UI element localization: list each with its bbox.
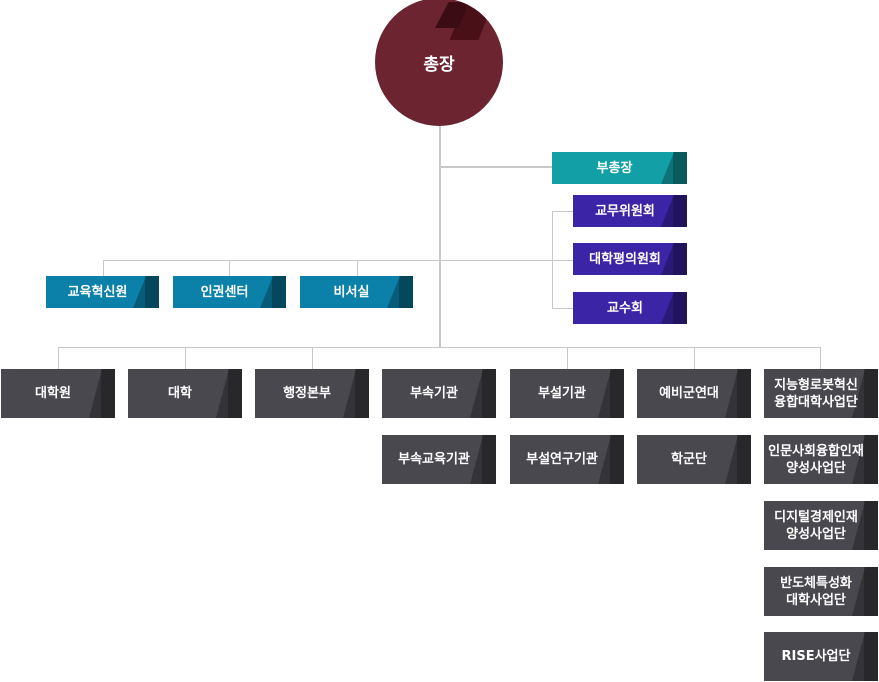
node-label: 대학평의원회	[589, 251, 661, 267]
connector-line	[439, 125, 441, 348]
node-label: 대학	[168, 386, 192, 401]
node-label: 행정본부	[283, 386, 331, 401]
staff-unit-node[interactable]: 인권센터	[173, 276, 286, 308]
connector-line	[357, 260, 358, 276]
division-node[interactable]: 예비군연대	[637, 369, 751, 418]
connector-line	[820, 347, 821, 369]
connector-line	[185, 347, 186, 369]
council-node[interactable]: 대학평의원회	[573, 243, 687, 275]
division-node[interactable]: 대학원	[1, 369, 115, 418]
connector-line	[567, 347, 568, 369]
node-label: 부속기관	[410, 386, 458, 401]
division-node[interactable]: 대학	[128, 369, 242, 418]
project-node[interactable]: 인문사회융합인재 양성사업단	[764, 435, 878, 484]
sub-division-node[interactable]: 부설연구기관	[510, 435, 624, 484]
division-node[interactable]: 부설기관	[510, 369, 624, 418]
council-node[interactable]: 교무위원회	[573, 195, 687, 227]
connector-line	[312, 347, 313, 369]
vice-president-node[interactable]: 부총장	[552, 152, 687, 184]
node-label: 디지털경제인재 양성사업단	[774, 509, 858, 542]
node-label: 반도체특성화 대학사업단	[780, 575, 852, 608]
node-label: 부설연구기관	[526, 452, 598, 467]
connector-line	[103, 260, 573, 261]
project-node[interactable]: 디지털경제인재 양성사업단	[764, 501, 878, 550]
node-label: RISE사업단	[781, 649, 851, 664]
division-node[interactable]: 부속기관	[382, 369, 496, 418]
sub-division-node[interactable]: 부속교육기관	[382, 435, 496, 484]
node-label: 대학원	[35, 386, 71, 401]
sub-division-node[interactable]: 학군단	[637, 435, 751, 484]
connector-line	[694, 347, 695, 369]
node-label: 교육혁신원	[67, 284, 128, 300]
connector-line	[58, 347, 59, 369]
project-node[interactable]: 지능형로봇혁신 융합대학사업단	[764, 369, 878, 418]
president-node[interactable]: 총장	[375, 0, 503, 126]
staff-unit-node[interactable]: 비서실	[300, 276, 413, 308]
node-label: 인문사회융합인재 양성사업단	[768, 443, 864, 476]
node-label: 부속교육기관	[398, 452, 470, 467]
project-node[interactable]: RISE사업단	[764, 632, 878, 681]
staff-unit-node[interactable]: 교육혁신원	[46, 276, 159, 308]
division-node[interactable]: 행정본부	[255, 369, 369, 418]
connector-line	[229, 260, 230, 276]
node-label: 부총장	[596, 160, 633, 176]
node-label: 학군단	[671, 452, 707, 467]
node-label: 교수회	[607, 300, 643, 316]
node-label: 인권센터	[200, 284, 249, 300]
node-label: 부설기관	[538, 386, 586, 401]
node-label: 예비군연대	[659, 386, 719, 401]
node-label: 비서실	[333, 284, 370, 300]
president-label: 총장	[423, 54, 455, 75]
node-label: 교무위원회	[595, 203, 655, 219]
node-label: 지능형로봇혁신 융합대학사업단	[774, 377, 858, 410]
connector-line	[552, 211, 573, 212]
connector-line	[103, 260, 104, 276]
connector-line	[440, 166, 552, 168]
project-node[interactable]: 반도체특성화 대학사업단	[764, 567, 878, 616]
connector-line	[552, 308, 573, 309]
connector-line	[58, 347, 821, 348]
council-node[interactable]: 교수회	[573, 292, 687, 324]
